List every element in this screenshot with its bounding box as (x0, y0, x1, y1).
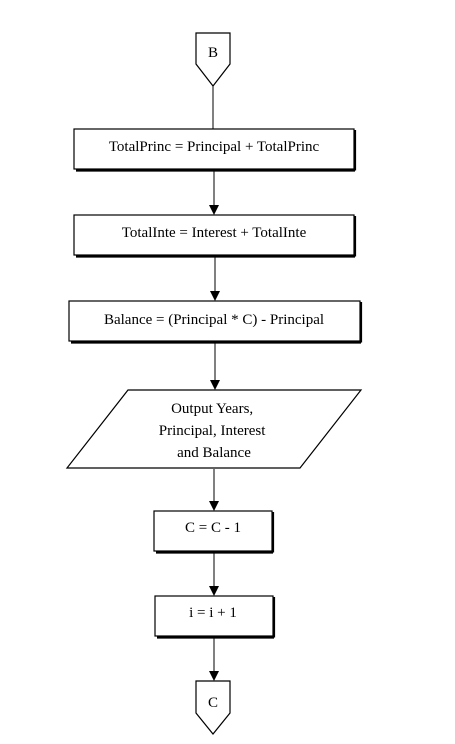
connector-b: B (195, 32, 231, 87)
process-decrement-c: C = C - 1 (153, 510, 275, 554)
process-total-inte: TotalInte = Interest + TotalInte (73, 214, 357, 258)
output-line-1: Output Years, (171, 401, 253, 417)
output-label: Output Years, Principal, Interest and Ba… (159, 401, 269, 461)
process-total-inte-label: TotalInte = Interest + TotalInte (122, 225, 307, 241)
process-total-princ: TotalPrinc = Principal + TotalPrinc (73, 128, 357, 172)
output-line-2: Principal, Interest (159, 423, 266, 439)
output-parallelogram: Output Years, Principal, Interest and Ba… (65, 389, 363, 469)
output-line-3: and Balance (177, 445, 251, 461)
connector-c: C (195, 680, 231, 735)
connector-c-label: C (208, 695, 218, 711)
process-total-princ-label: TotalPrinc = Principal + TotalPrinc (109, 139, 320, 155)
process-balance-label: Balance = (Principal * C) - Principal (104, 312, 324, 328)
process-increment-i-label: i = i + 1 (189, 605, 237, 621)
connector-b-label: B (208, 45, 218, 61)
process-increment-i: i = i + 1 (154, 595, 276, 639)
process-decrement-c-label: C = C - 1 (185, 520, 241, 536)
process-balance: Balance = (Principal * C) - Principal (68, 300, 363, 344)
